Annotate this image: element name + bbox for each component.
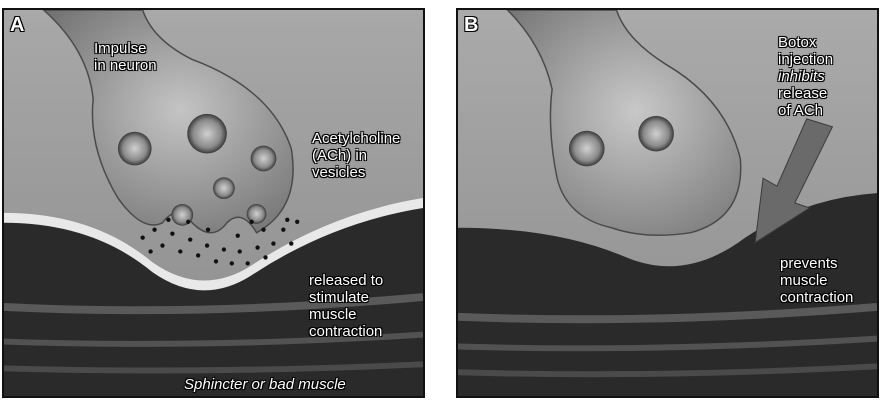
ach-label-line: (ACh) in (312, 147, 400, 164)
ach-label: Acetylcholine (ACh) in vesicles (312, 130, 400, 181)
botox-label-line: of ACh (778, 102, 833, 119)
botox-label-line: Botox (778, 34, 833, 51)
botox-label: Botox injection inhibits release of ACh (778, 34, 833, 119)
vesicle (638, 116, 674, 152)
prevents-label-line: muscle (780, 272, 853, 289)
vesicle (251, 146, 277, 172)
botox-label-line: release (778, 85, 833, 102)
vesicle (213, 177, 235, 199)
released-label-line: muscle (309, 306, 383, 323)
panel-b-letter: B (464, 14, 478, 37)
botox-label-line: injection (778, 51, 833, 68)
vesicle (118, 132, 152, 166)
panel-a: A Impulse in neuron Acetylcholine (ACh) … (2, 8, 425, 398)
released-label-line: contraction (309, 323, 383, 340)
released-label-line: stimulate (309, 289, 383, 306)
muscle-label: Sphincter or bad muscle (184, 376, 346, 393)
impulse-label-line: in neuron (94, 57, 157, 74)
botox-label-line: inhibits (778, 68, 833, 85)
ach-label-line: vesicles (312, 164, 400, 181)
released-label-line: released to (309, 272, 383, 289)
panel-a-letter: A (10, 14, 24, 37)
released-label: released to stimulate muscle contraction (309, 272, 383, 340)
vesicle (187, 114, 227, 154)
vesicle (569, 131, 605, 167)
impulse-label: Impulse in neuron (94, 40, 157, 74)
impulse-label-line: Impulse (94, 40, 157, 57)
panel-b: B Botox injection inhibits release of AC… (456, 8, 879, 398)
vesicle-fusing (247, 204, 267, 224)
ach-label-line: Acetylcholine (312, 130, 400, 147)
prevents-label-line: prevents (780, 255, 853, 272)
prevents-label-line: contraction (780, 289, 853, 306)
prevents-label: prevents muscle contraction (780, 255, 853, 306)
